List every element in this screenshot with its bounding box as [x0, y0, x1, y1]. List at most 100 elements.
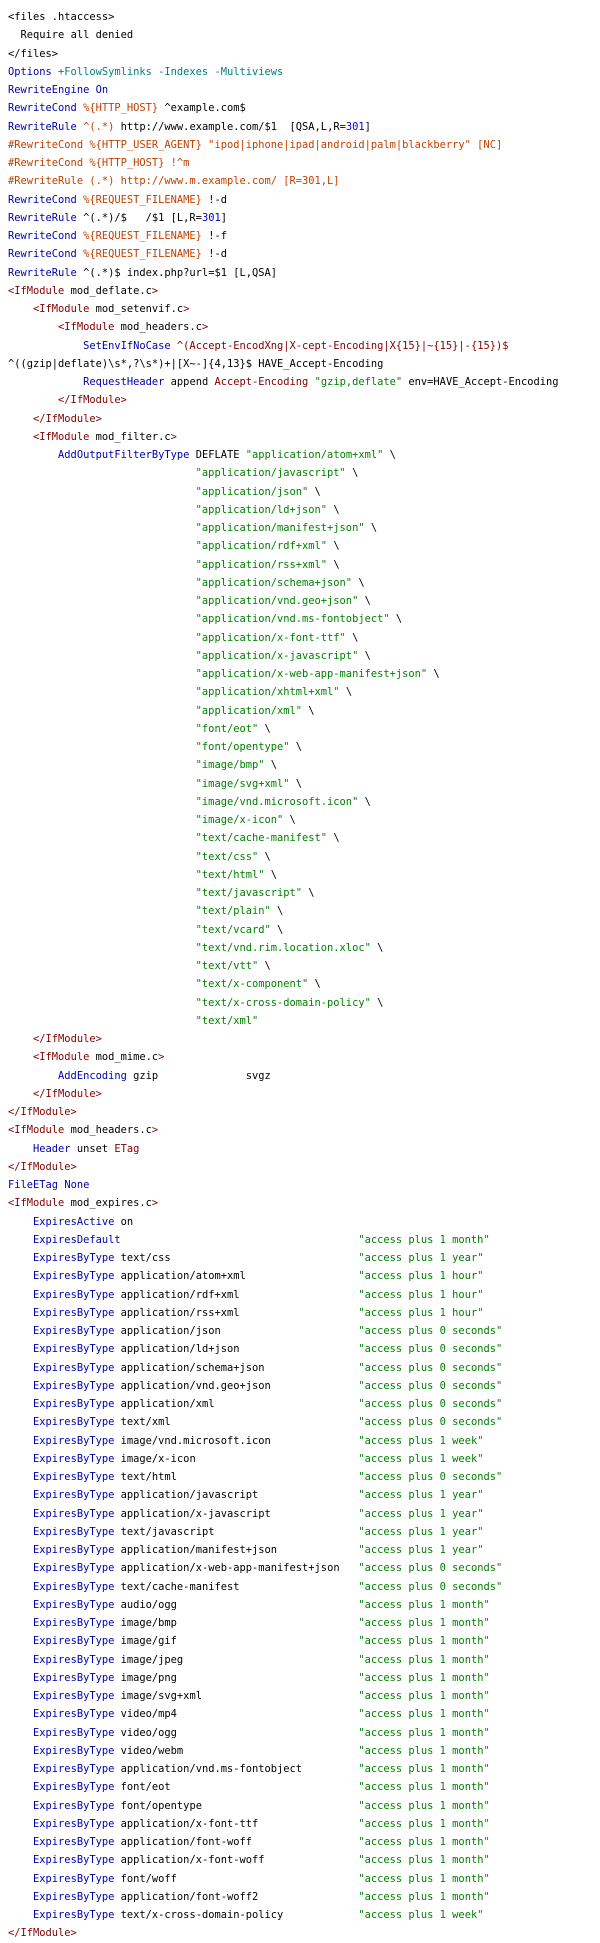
code-token — [8, 978, 196, 990]
code-token — [8, 1708, 33, 1720]
code-token: text/x-cross-domain-policy — [120, 1909, 359, 1921]
code-token — [8, 467, 196, 479]
code-line: </IfModule> — [8, 391, 600, 409]
code-token — [8, 1088, 33, 1100]
code-token: "application/x-javascript" — [195, 649, 365, 662]
code-line: ExpiresByType application/json "access p… — [8, 1322, 600, 1340]
code-token: "access plus 1 year" — [358, 1252, 484, 1264]
code-token: "application/vnd.ms-fontobject" — [195, 613, 396, 626]
code-token: /$1 [L,R= — [145, 211, 202, 224]
code-token: "access plus 1 hour" — [358, 1288, 484, 1301]
code-token — [8, 1270, 33, 1282]
code-token: "access plus 0 seconds" — [358, 1580, 503, 1593]
code-token: ExpiresByType — [33, 1653, 121, 1666]
code-token: Header — [33, 1142, 77, 1155]
code-line: "application/javascript" \ — [8, 464, 600, 482]
code-token: "access plus 1 hour" — [358, 1306, 484, 1319]
code-token: "text/html" — [195, 868, 271, 881]
code-line: </IfModule> — [8, 1158, 600, 1176]
code-token: \ — [377, 996, 384, 1009]
code-line: <IfModule mod_deflate.c> — [8, 282, 600, 300]
code-token: mod_filter.c — [95, 430, 171, 443]
code-token: text/html — [120, 1471, 359, 1483]
code-token: \ — [289, 814, 296, 826]
code-token: application/x-web-app-manifest+json — [120, 1562, 359, 1575]
code-token: video/mp4 — [120, 1708, 359, 1721]
code-token: Accept-Encoding — [214, 376, 315, 388]
code-token — [8, 1599, 33, 1611]
code-token: text/cache-manifest — [120, 1580, 359, 1593]
code-token: "text/css" — [195, 850, 265, 863]
code-line: ExpiresByType application/x-font-ttf "ac… — [8, 1815, 600, 1833]
code-token — [8, 1800, 33, 1812]
code-token: "access plus 1 month" — [358, 1690, 490, 1702]
code-token: #RewriteRule (.*) http://www.m.example.c… — [8, 175, 340, 188]
code-token: ExpiresByType — [33, 1361, 121, 1374]
code-token: On — [95, 84, 109, 96]
code-token: application/rss+xml — [120, 1306, 359, 1319]
code-token: "access plus 1 month" — [358, 1653, 490, 1666]
code-token: ^(.*)$ index.php?url=$1 [L,QSA] — [83, 266, 278, 279]
code-token: "image/vnd.microsoft.icon" — [195, 795, 365, 808]
code-token: \ — [270, 868, 278, 881]
code-token: image/x-icon — [120, 1452, 359, 1465]
code-token: "application/json" — [195, 485, 315, 498]
code-token: None — [64, 1179, 90, 1191]
code-token — [8, 1508, 33, 1520]
code-token: FileETag — [8, 1179, 65, 1191]
code-line: "application/rss+xml" \ — [8, 556, 600, 574]
code-token: ^((gzip|deflate)\s*,?\s*)+|[X~-]{4,13}$ … — [8, 357, 384, 370]
code-token: RewriteEngine — [8, 84, 96, 96]
code-token: image/gif — [120, 1635, 359, 1648]
code-token: image/svg+xml — [120, 1690, 359, 1702]
code-token — [8, 924, 196, 936]
code-token: </IfModule> — [33, 1087, 102, 1100]
code-token: \ — [333, 540, 340, 553]
code-token: "application/x-web-app-manifest+json" — [195, 668, 434, 680]
code-token — [8, 1435, 33, 1447]
code-token — [8, 1015, 196, 1027]
code-line: "text/html" \ — [8, 866, 600, 884]
code-token — [8, 1252, 33, 1264]
code-token: \ — [389, 449, 396, 461]
code-token: ExpiresDefault — [33, 1233, 359, 1246]
code-line: RewriteCond %{HTTP_HOST} ^example.com$ — [8, 99, 600, 117]
code-line: ExpiresByType text/html "access plus 0 s… — [8, 1468, 600, 1486]
code-token: ExpiresByType — [33, 1763, 121, 1775]
code-token — [8, 668, 196, 680]
code-line: </IfModule> — [8, 1085, 600, 1103]
code-token: on — [120, 1215, 134, 1228]
code-token: "font/eot" — [195, 722, 265, 735]
code-token: application/font-woff — [120, 1836, 359, 1848]
code-token: </IfModule> — [58, 394, 127, 407]
code-line: <IfModule mod_setenvif.c> — [8, 300, 600, 318]
code-token: "application/manifest+json" — [195, 522, 371, 534]
code-token: append — [170, 376, 215, 388]
code-token — [8, 650, 196, 662]
code-token: \ — [277, 905, 284, 918]
code-token: \ — [264, 960, 271, 972]
code-token: application/xml — [120, 1398, 359, 1410]
code-token — [8, 1617, 33, 1629]
code-token — [8, 741, 196, 753]
code-line: ExpiresByType application/x-font-woff "a… — [8, 1851, 600, 1869]
code-line: ExpiresActive on — [8, 1213, 600, 1231]
code-token: mod_expires.c — [70, 1197, 152, 1210]
code-token: \ — [358, 576, 365, 589]
code-token: "access plus 0 seconds" — [358, 1361, 503, 1374]
code-token — [8, 1051, 33, 1063]
code-token: "access plus 1 month" — [358, 1635, 490, 1648]
code-token: \ — [277, 923, 284, 936]
code-token: application/vnd.geo+json — [120, 1379, 359, 1392]
code-line: ExpiresByType image/bmp "access plus 1 m… — [8, 1614, 600, 1632]
code-token: <files .htaccess> — [8, 11, 115, 23]
code-line: #RewriteCond %{HTTP_USER_AGENT} "ipod|ip… — [8, 136, 600, 154]
code-token: mod_mime.c — [95, 1051, 159, 1064]
code-line: RewriteCond %{REQUEST_FILENAME} !-d — [8, 191, 600, 209]
code-token: RewriteRule — [8, 211, 84, 224]
code-token: "application/javascript" — [195, 467, 353, 480]
code-line: "application/rdf+xml" \ — [8, 537, 600, 555]
code-token: RewriteRule — [8, 120, 84, 133]
code-token: application/x-javascript — [120, 1507, 359, 1520]
